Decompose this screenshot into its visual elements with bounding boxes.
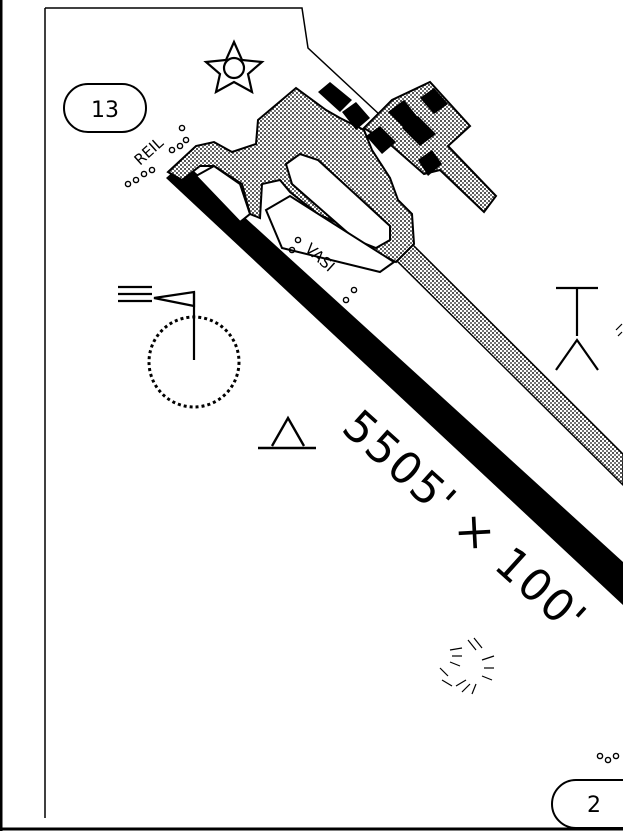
tetrahedron-icon [258,415,316,450]
edge-marks [615,323,623,337]
runway-end-2: 2 [551,779,623,829]
obstruction-icon [439,637,495,695]
wind-cone-icon [118,285,196,360]
reil-label: REIL [131,133,168,169]
apron-islands [194,152,396,274]
runway [166,162,623,605]
runway-end-13: 13 [63,83,147,133]
airport-boundary [44,7,381,818]
buildings [318,82,448,176]
beacon-star-icon [203,39,265,95]
vasi-light-dots [288,236,358,304]
runway-end-2-label: 2 [587,793,601,818]
runway-end-13-label: 13 [91,98,119,123]
tower-icon [555,286,599,371]
segmented-circle-icon [147,315,241,409]
parallel-taxiway [392,240,623,487]
runway-end-2-lights [596,752,620,764]
reil-light-dots [124,124,190,188]
